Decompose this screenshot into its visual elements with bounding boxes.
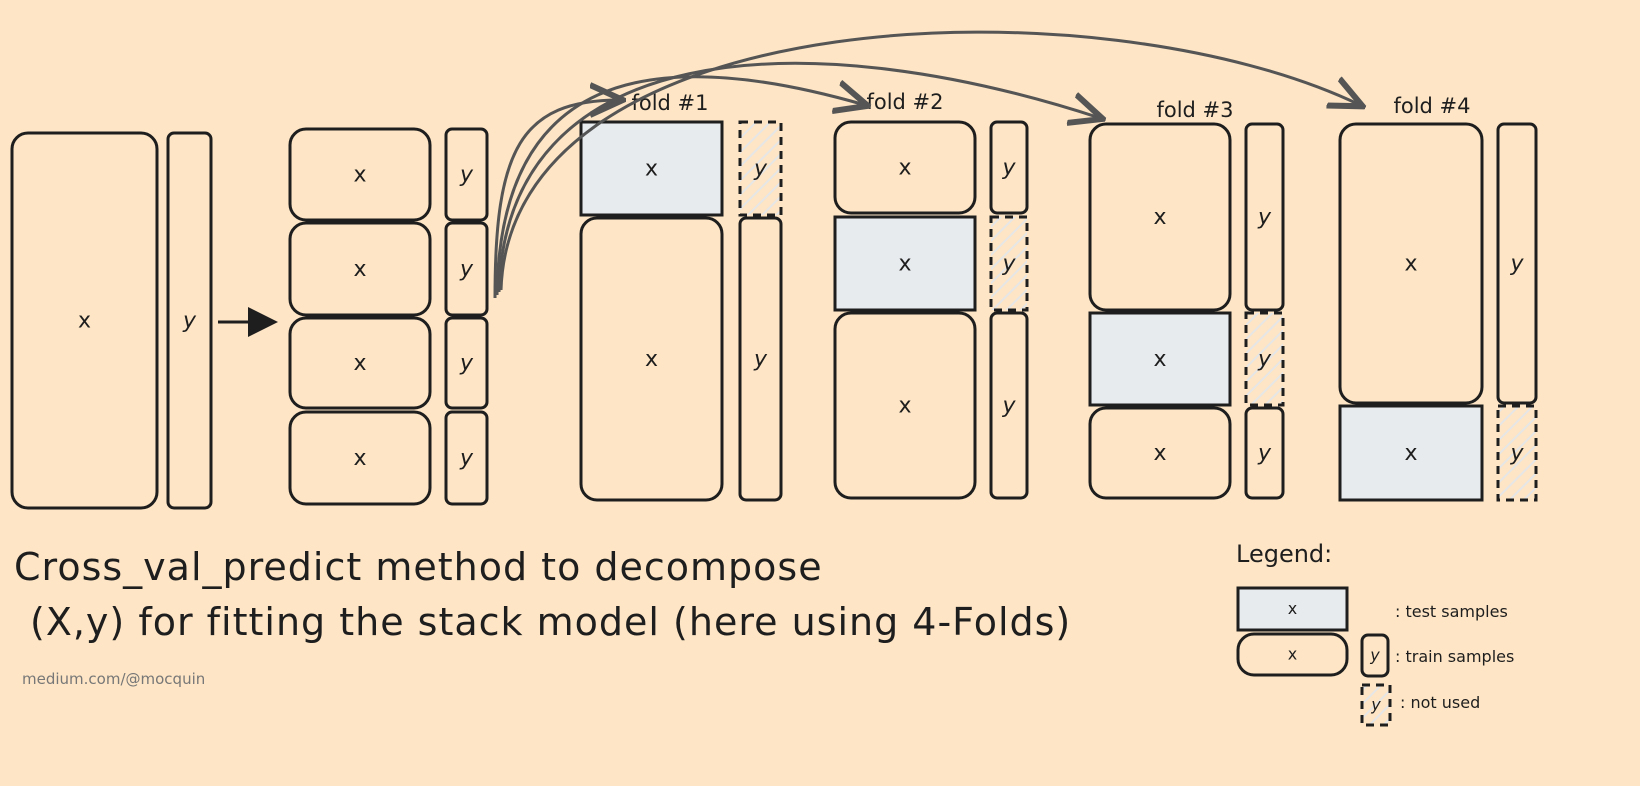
split-x-block: x [288, 316, 432, 410]
split-y-block: y [444, 127, 489, 222]
y-label: y [182, 309, 197, 334]
y-label: y [1369, 646, 1380, 665]
x-label: x [1404, 441, 1417, 466]
y-label: y [1370, 695, 1381, 714]
y-label: y [1509, 252, 1524, 277]
x-label: x [898, 394, 911, 419]
y-label: y [459, 446, 474, 471]
train-x-block: x [1088, 406, 1232, 500]
train-y-block: y [738, 216, 783, 502]
x-label: x [1404, 252, 1417, 277]
y-label: y [1257, 205, 1272, 230]
y-label: y [459, 351, 474, 376]
x-label: x [353, 351, 366, 376]
train-x-block: x [579, 216, 724, 502]
x-label: x [898, 156, 911, 181]
unused-y-block: y [738, 120, 783, 217]
y-label: y [753, 157, 768, 182]
train-y-block: y [989, 311, 1029, 500]
legend-test-label: : test samples [1395, 602, 1508, 621]
split-y-block: y [444, 221, 489, 317]
unused-y-block: y [1244, 311, 1285, 407]
fold-label-3: fold #3 [1156, 98, 1233, 122]
split-y-block: y [444, 316, 489, 410]
credit-link[interactable]: medium.com/@mocquin [22, 670, 206, 688]
x-label: x [1153, 205, 1166, 230]
split-x-block: x [288, 410, 432, 506]
fold-arrow-3 [497, 61, 1100, 293]
train-y-block: y [1244, 406, 1285, 500]
unused-y-block: y [1496, 404, 1538, 502]
y-label: y [459, 257, 474, 282]
unused-y-block: y [989, 215, 1029, 312]
train-x-block: x [833, 311, 977, 500]
fold-arrow-2 [495, 75, 865, 296]
x-label: x [353, 446, 366, 471]
legend-train-x-block: x [1236, 632, 1349, 677]
x-label: x [1153, 347, 1166, 372]
split-x-block: x [288, 127, 432, 222]
y-label: y [1001, 252, 1016, 277]
x-label: x [353, 163, 366, 188]
legend-unused-y-block: y [1360, 683, 1392, 727]
legend-train-label: : train samples [1395, 647, 1515, 666]
test-x-block: x [1088, 311, 1232, 407]
fold-label-1: fold #1 [631, 91, 708, 115]
train-y-block: y [1244, 122, 1285, 312]
x-label: x [645, 157, 658, 182]
test-x-block: x [833, 215, 977, 312]
title-line-1: Cross_val_predict method to decompose [14, 545, 823, 589]
y-label: y [1509, 441, 1524, 466]
x-label: x [78, 309, 91, 334]
split-x-block: x [288, 221, 432, 317]
y-label: y [1001, 394, 1016, 419]
full-x-block: x [10, 131, 159, 510]
split-y-block: y [444, 410, 489, 506]
test-x-block: x [1338, 404, 1484, 502]
title-line-2: (X,y) for fitting the stack model (here … [30, 600, 1072, 644]
x-label: x [898, 252, 911, 277]
x-label: x [645, 347, 658, 372]
test-x-block: x [579, 120, 724, 217]
legend-train-y-block: y [1360, 633, 1390, 678]
x-label: x [1288, 599, 1297, 618]
train-y-block: y [989, 120, 1029, 215]
train-y-block: y [1496, 122, 1538, 405]
legend-title: Legend: [1236, 540, 1333, 568]
x-label: x [1288, 645, 1297, 664]
fold-label-2: fold #2 [866, 90, 943, 114]
train-x-block: x [1338, 122, 1484, 405]
train-x-block: x [1088, 122, 1232, 312]
y-label: y [1001, 156, 1016, 181]
legend-test-x-block: x [1236, 586, 1349, 632]
y-label: y [1257, 441, 1272, 466]
fold-label-4: fold #4 [1393, 94, 1470, 118]
fold-arrow-4 [499, 30, 1360, 291]
x-label: x [353, 257, 366, 282]
legend-not-used-label: : not used [1400, 693, 1481, 712]
train-x-block: x [833, 120, 977, 215]
y-label: y [753, 347, 768, 372]
full-y-block: y [166, 131, 213, 510]
y-label: y [1257, 347, 1272, 372]
y-label: y [459, 163, 474, 188]
x-label: x [1153, 441, 1166, 466]
